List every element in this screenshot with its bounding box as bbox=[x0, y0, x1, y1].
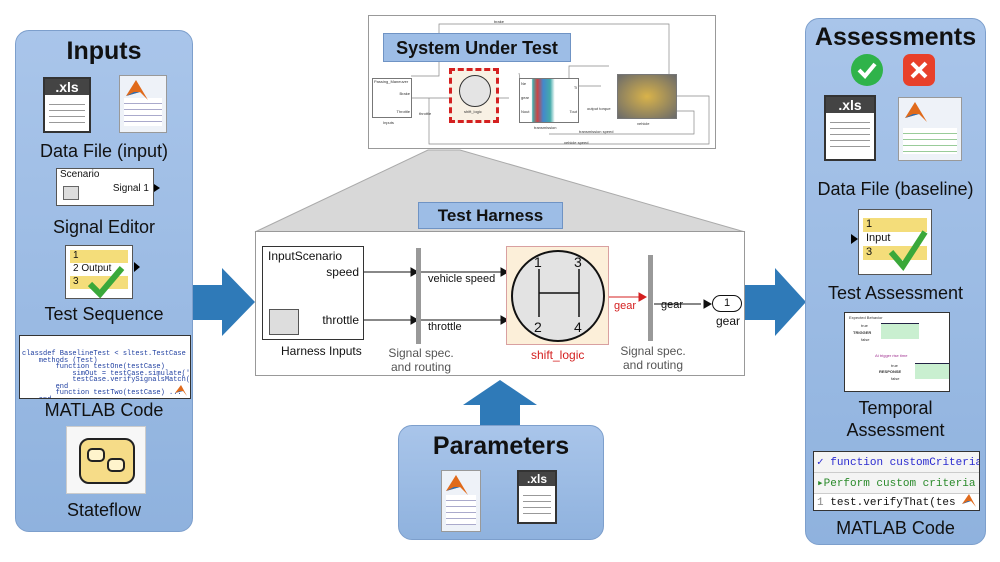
matlab-data-file-icon bbox=[441, 470, 481, 532]
routing-label-1: Signal spec. and routing bbox=[388, 346, 454, 374]
custom-criteria-code: ✓ function customCriteria ▸Perform custo… bbox=[813, 451, 980, 511]
test-sequence-label: Test Sequence bbox=[44, 304, 164, 324]
shift-logic-block[interactable]: 1 3 2 4 bbox=[506, 246, 609, 345]
xls-baseline-file-icon: .xls bbox=[824, 95, 876, 161]
harness-signal-lines bbox=[364, 248, 713, 344]
signal-editor-block[interactable]: Scenario Signal 1 bbox=[56, 168, 160, 206]
signal-routing-bus-2 bbox=[648, 255, 653, 341]
test-harness-title: Test Harness bbox=[418, 202, 563, 229]
temporal-assessment-plot: Expected Behavior true TRIGGER false At … bbox=[844, 312, 950, 392]
signal-routing-bus-1 bbox=[416, 248, 421, 344]
stateflow-label: Stateflow bbox=[66, 500, 142, 520]
stateflow-icon bbox=[66, 426, 146, 494]
matlab-logo-icon bbox=[446, 475, 468, 495]
matlab-logo-icon bbox=[962, 494, 976, 507]
matlab-code-snippet: classdef BaselineTest < sltest.TestCase … bbox=[19, 335, 191, 399]
matlab-data-file-icon bbox=[119, 75, 167, 133]
data-file-input-label: Data File (input) bbox=[39, 141, 169, 161]
data-file-baseline-label: Data File (baseline) bbox=[817, 179, 974, 199]
test-assessment-label: Test Assessment bbox=[827, 283, 964, 303]
test-harness-model[interactable]: InputScenario speed throttle Harness Inp… bbox=[255, 231, 745, 376]
test-sequence-block[interactable]: 1 2 Output 3 bbox=[65, 245, 140, 299]
port-throttle: throttle bbox=[322, 313, 359, 327]
matlab-code-assessment-label: MATLAB Code bbox=[836, 518, 955, 538]
assessments-title: Assessments bbox=[814, 23, 977, 51]
matlab-logo-icon bbox=[175, 385, 187, 396]
routing-label-2: Signal spec. and routing bbox=[620, 344, 686, 372]
harness-inputs-block[interactable]: InputScenario speed throttle bbox=[262, 246, 364, 340]
inputs-title: Inputs bbox=[66, 37, 142, 65]
cross-icon bbox=[903, 54, 935, 86]
matlab-baseline-file-icon bbox=[898, 97, 962, 161]
arrow-parameters-to-harness bbox=[463, 380, 537, 425]
gear-outport[interactable]: 1 bbox=[712, 295, 742, 312]
arrow-inputs-to-harness bbox=[192, 268, 255, 336]
check-icon bbox=[851, 54, 883, 86]
harness-inputs-label: Harness Inputs bbox=[281, 344, 362, 358]
signal-editor-icon bbox=[269, 309, 299, 335]
arrow-harness-to-assessments bbox=[745, 268, 806, 336]
shift-logic-label: shift_logic bbox=[531, 348, 585, 362]
check-icon bbox=[87, 266, 125, 298]
matlab-logo-icon bbox=[905, 102, 927, 122]
assessments-panel: Assessments .xls Data File (baseline) 1 … bbox=[805, 18, 986, 545]
xls-file-icon: .xls bbox=[517, 470, 557, 524]
sut-shift-logic-block[interactable]: shift_logic bbox=[449, 68, 499, 123]
parameters-panel: Parameters .xls bbox=[398, 425, 604, 540]
check-icon bbox=[888, 230, 928, 272]
port-speed: speed bbox=[326, 265, 359, 279]
zoom-trapezoid bbox=[254, 149, 746, 233]
parameters-title: Parameters bbox=[432, 432, 570, 460]
temporal-assessment-label: Temporal Assessment bbox=[846, 398, 945, 440]
xls-file-icon: .xls bbox=[43, 77, 91, 133]
vehicle-image bbox=[617, 74, 677, 119]
signal-editor-icon bbox=[63, 186, 79, 200]
test-assessment-block[interactable]: 1 Input 3 bbox=[851, 209, 932, 275]
gear-shift-icon bbox=[538, 269, 580, 317]
matlab-code-label: MATLAB Code bbox=[44, 400, 164, 420]
system-under-test-title: System Under Test bbox=[383, 33, 571, 62]
signal-editor-label: Signal Editor bbox=[52, 217, 156, 237]
inputs-panel: Inputs .xls Data File (input) Scenario S… bbox=[15, 30, 193, 532]
matlab-logo-icon bbox=[126, 80, 148, 100]
